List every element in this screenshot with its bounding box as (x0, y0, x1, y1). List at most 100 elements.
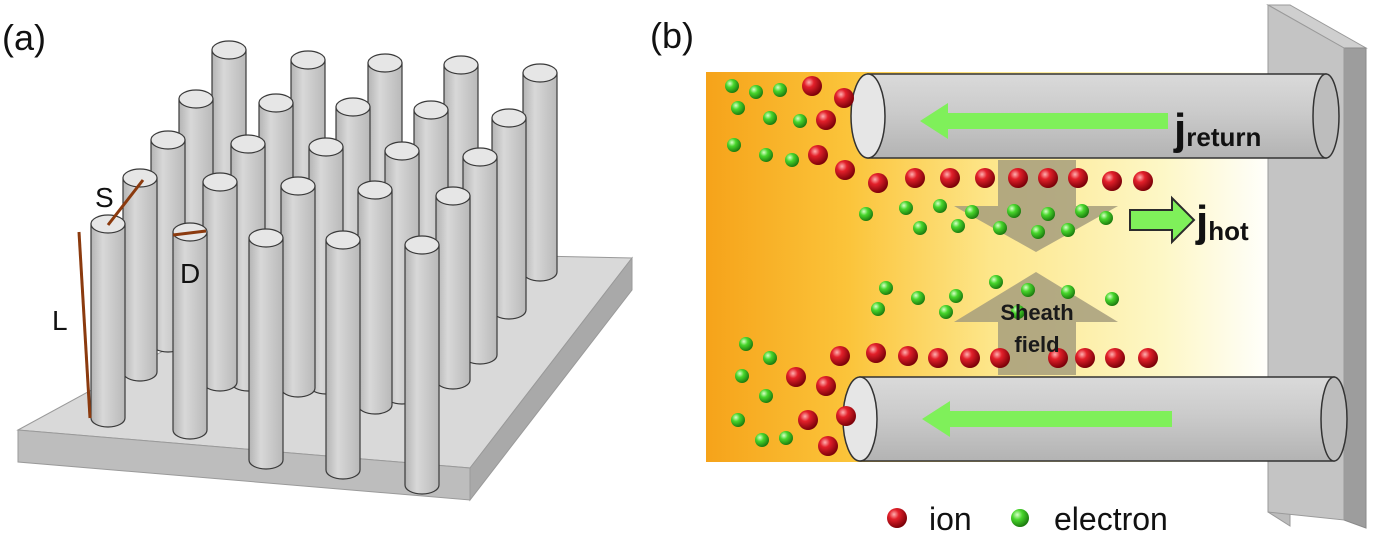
electron-particle (739, 337, 753, 351)
electron-particle (735, 369, 749, 383)
electron-particle (1021, 283, 1035, 297)
panel-b-label: (b) (650, 15, 694, 56)
ion-particle (1133, 171, 1153, 191)
electron-particle (1099, 211, 1113, 225)
nanowire-rod-cap (404, 235, 440, 255)
nanowire-rod-cap (462, 147, 498, 167)
electron-particle (1061, 223, 1075, 237)
nanowire-rod-body (435, 195, 471, 390)
nanowire-rod-cap (491, 108, 527, 128)
electron-particle (759, 148, 773, 162)
nanowire-rod-body (90, 223, 126, 428)
nanowire-rod-body (172, 231, 208, 440)
sheath-label-line2: field (1014, 332, 1059, 357)
electron-particle (879, 281, 893, 295)
ion-particle (786, 367, 806, 387)
electron-particle (1075, 204, 1089, 218)
electron-particle (785, 153, 799, 167)
nanowire-rod-cap (248, 228, 284, 248)
nanowire-rod-cap (258, 93, 294, 113)
electron-particle (763, 111, 777, 125)
nanowire-rod (248, 228, 284, 470)
sheath-label-line1: Sheath (1000, 300, 1073, 325)
nanowire-rod-cap (367, 53, 403, 73)
nanowire-rod-body (122, 177, 158, 382)
panel-a-label: (a) (2, 17, 46, 58)
diameter-line (172, 229, 207, 237)
ion-particle (835, 160, 855, 180)
nanowire-rod-body (248, 237, 284, 470)
electron-particle (933, 199, 947, 213)
nanowire-rod-cap (384, 141, 420, 161)
nanowire-rod (90, 214, 126, 428)
electron-particle (1105, 292, 1119, 306)
ion-particle (898, 346, 918, 366)
nanowire-rod-cap (280, 176, 316, 196)
return-current-arrow-bottom (922, 401, 1172, 437)
legend-electron-marker (1011, 509, 1029, 527)
return-current-symbol: j (1173, 105, 1186, 154)
electron-particle (965, 205, 979, 219)
spacing-line (106, 179, 145, 226)
legend-electron-label: electron (1054, 501, 1168, 534)
ion-particle (1038, 168, 1058, 188)
nanowire-rod-cap (150, 130, 186, 150)
spacing-label: S (95, 182, 114, 213)
electron-particle (913, 221, 927, 235)
ion-particle (868, 173, 888, 193)
ion-particle (1075, 348, 1095, 368)
ion-particle (1105, 348, 1125, 368)
electron-particle (731, 101, 745, 115)
bottom-wire-back-cap (1320, 376, 1348, 462)
electron-particle (859, 207, 873, 221)
electron-particle (989, 275, 1003, 289)
wall-edge-face (1343, 47, 1367, 529)
nanowire-rod (202, 172, 238, 392)
nanowire-rod-body (280, 185, 316, 398)
ion-particle (816, 376, 836, 396)
electron-particle (1011, 305, 1025, 319)
electron-particle (899, 201, 913, 215)
legend-ion-label: ion (929, 501, 972, 534)
nanowire-rod (172, 222, 208, 440)
ion-particle (990, 348, 1010, 368)
length-label: L (52, 305, 68, 336)
nanowire-rod-cap (290, 50, 326, 70)
panel-b: (b) Sheath fie (650, 4, 1368, 534)
ion-particle (1138, 348, 1158, 368)
nanowire-rod-body (357, 189, 393, 415)
ion-particle (816, 110, 836, 130)
electron-particle (793, 114, 807, 128)
electron-particle (749, 85, 763, 99)
electron-particle (871, 302, 885, 316)
nanowire-rod-cap (202, 172, 238, 192)
ion-particle (1008, 168, 1028, 188)
nanowire-rod (357, 180, 393, 415)
substrate-side-face (469, 256, 633, 502)
electron-particle (763, 351, 777, 365)
ion-particle (928, 348, 948, 368)
electron-particle (939, 305, 953, 319)
ion-particle (808, 145, 828, 165)
ion-particle (905, 168, 925, 188)
top-wire-front-cap (850, 73, 886, 159)
nanowire-rod-cap (211, 40, 247, 60)
ion-particle (975, 168, 995, 188)
nanowire-rod-cap (357, 180, 393, 200)
top-wire-back-cap (1312, 73, 1340, 159)
nanowire-rod (325, 230, 361, 480)
electron-particle (731, 413, 745, 427)
return-current-subscript: return (1186, 122, 1261, 152)
legend-ion-marker (887, 508, 907, 528)
nanowire-rod-body (404, 244, 440, 495)
nanowire-rod (435, 186, 471, 390)
hot-current-label: jhot (1195, 197, 1249, 246)
ion-particle (818, 436, 838, 456)
panel-a: (a) S D L (2, 17, 634, 502)
ion-particle (1068, 168, 1088, 188)
electron-particle (1061, 285, 1075, 299)
electron-particle (759, 389, 773, 403)
nanowire-rod-cap (122, 168, 158, 188)
nanowire-rod-cap (522, 63, 558, 83)
nanowire-array (90, 40, 558, 495)
